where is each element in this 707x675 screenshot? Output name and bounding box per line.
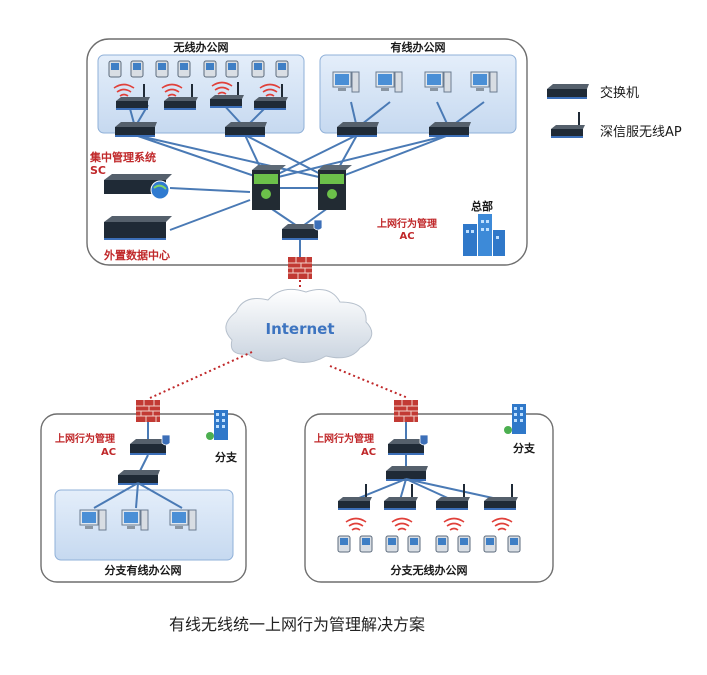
hq-building-icon (463, 214, 505, 256)
hq-ac-label-line1: 上网行为管理 (377, 217, 437, 230)
legend-switch-label: 交换机 (600, 85, 639, 101)
internet-cloud (225, 288, 373, 363)
datacenter-label: 外置数据中心 (103, 248, 170, 262)
branch-right-office-label: 分支无线办公网 (391, 563, 468, 577)
branch-left-ac-label-line1: 上网行为管理 (55, 432, 115, 445)
branch-internet-links (149, 351, 409, 399)
sc-server (104, 174, 172, 200)
legend-ap-icon (550, 111, 586, 139)
branch-left-ac-label-line2: AC (101, 447, 116, 458)
branch-right-label: 分支 (513, 441, 536, 455)
branch-left-label: 分支 (215, 450, 238, 464)
datacenter-server (104, 216, 172, 240)
wireless-office-label: 无线办公网 (173, 40, 229, 54)
diagram-title: 有线无线统一上网行为管理解决方案 (169, 615, 425, 634)
hq-firewall (287, 256, 313, 280)
sc-label-line1: 集中管理系统 (89, 150, 156, 164)
internet-label: Internet (265, 320, 334, 338)
branch-right-ac-label-line2: AC (361, 447, 376, 458)
hq-label: 总部 (471, 199, 493, 213)
wired-office-label: 有线办公网 (391, 40, 446, 54)
legend-ap-label: 深信服无线AP (600, 125, 682, 140)
branch-left-firewall (135, 399, 161, 423)
legend-switch-icon (547, 84, 589, 99)
wireless-office-zone (97, 54, 305, 134)
branch-right-firewall (393, 399, 419, 423)
branch-right-ac-label-line1: 上网行为管理 (314, 432, 374, 445)
wired-office-zone (319, 54, 517, 134)
sc-label-line2: SC (90, 164, 106, 177)
hq-ac-label-line2: AC (399, 231, 414, 242)
branch-left-office-label: 分支有线办公网 (105, 563, 182, 577)
